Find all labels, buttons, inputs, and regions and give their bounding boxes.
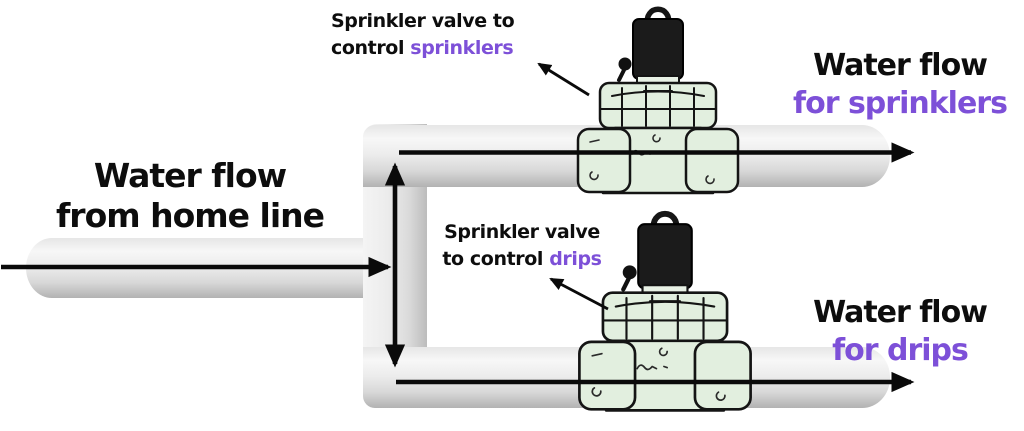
sprinkler-valve-illustration [578, 9, 738, 193]
home-line-label-line2: from home line [55, 196, 325, 235]
drip-valve-annotation-line2: to control drips [442, 248, 602, 270]
sprinkler-annotation-arrow [537, 62, 590, 97]
sprinklers-highlight: sprinklers [410, 37, 514, 59]
sprinkler-flow-label-line1: Water flow [813, 48, 988, 83]
home-line-label: Water flow from home line [18, 156, 362, 236]
sprinkler-valve-annotation-line1: Sprinkler valve to [331, 10, 515, 32]
home-line-label-line1: Water flow [93, 156, 287, 195]
drip-flow-label-line1: Water flow [813, 295, 988, 330]
drip-flow-label: Water flow for drips [776, 294, 1024, 370]
drip-valve-annotation: Sprinkler valve to control drips [422, 219, 622, 273]
sprinkler-flow-label: Water flow for sprinklers [776, 47, 1024, 123]
drip-annotation-arrow [549, 277, 609, 311]
sprinkler-valve-annotation-line2: control sprinklers [331, 37, 514, 59]
drip-valve-annotation-line1: Sprinkler valve [444, 221, 600, 243]
sprinkler-flow-label-line2: for sprinklers [793, 86, 1008, 121]
sprinkler-valve-annotation: Sprinkler valve to control sprinklers [331, 8, 571, 62]
drip-flow-label-line2: for drips [832, 333, 969, 368]
drips-highlight: drips [549, 248, 602, 270]
